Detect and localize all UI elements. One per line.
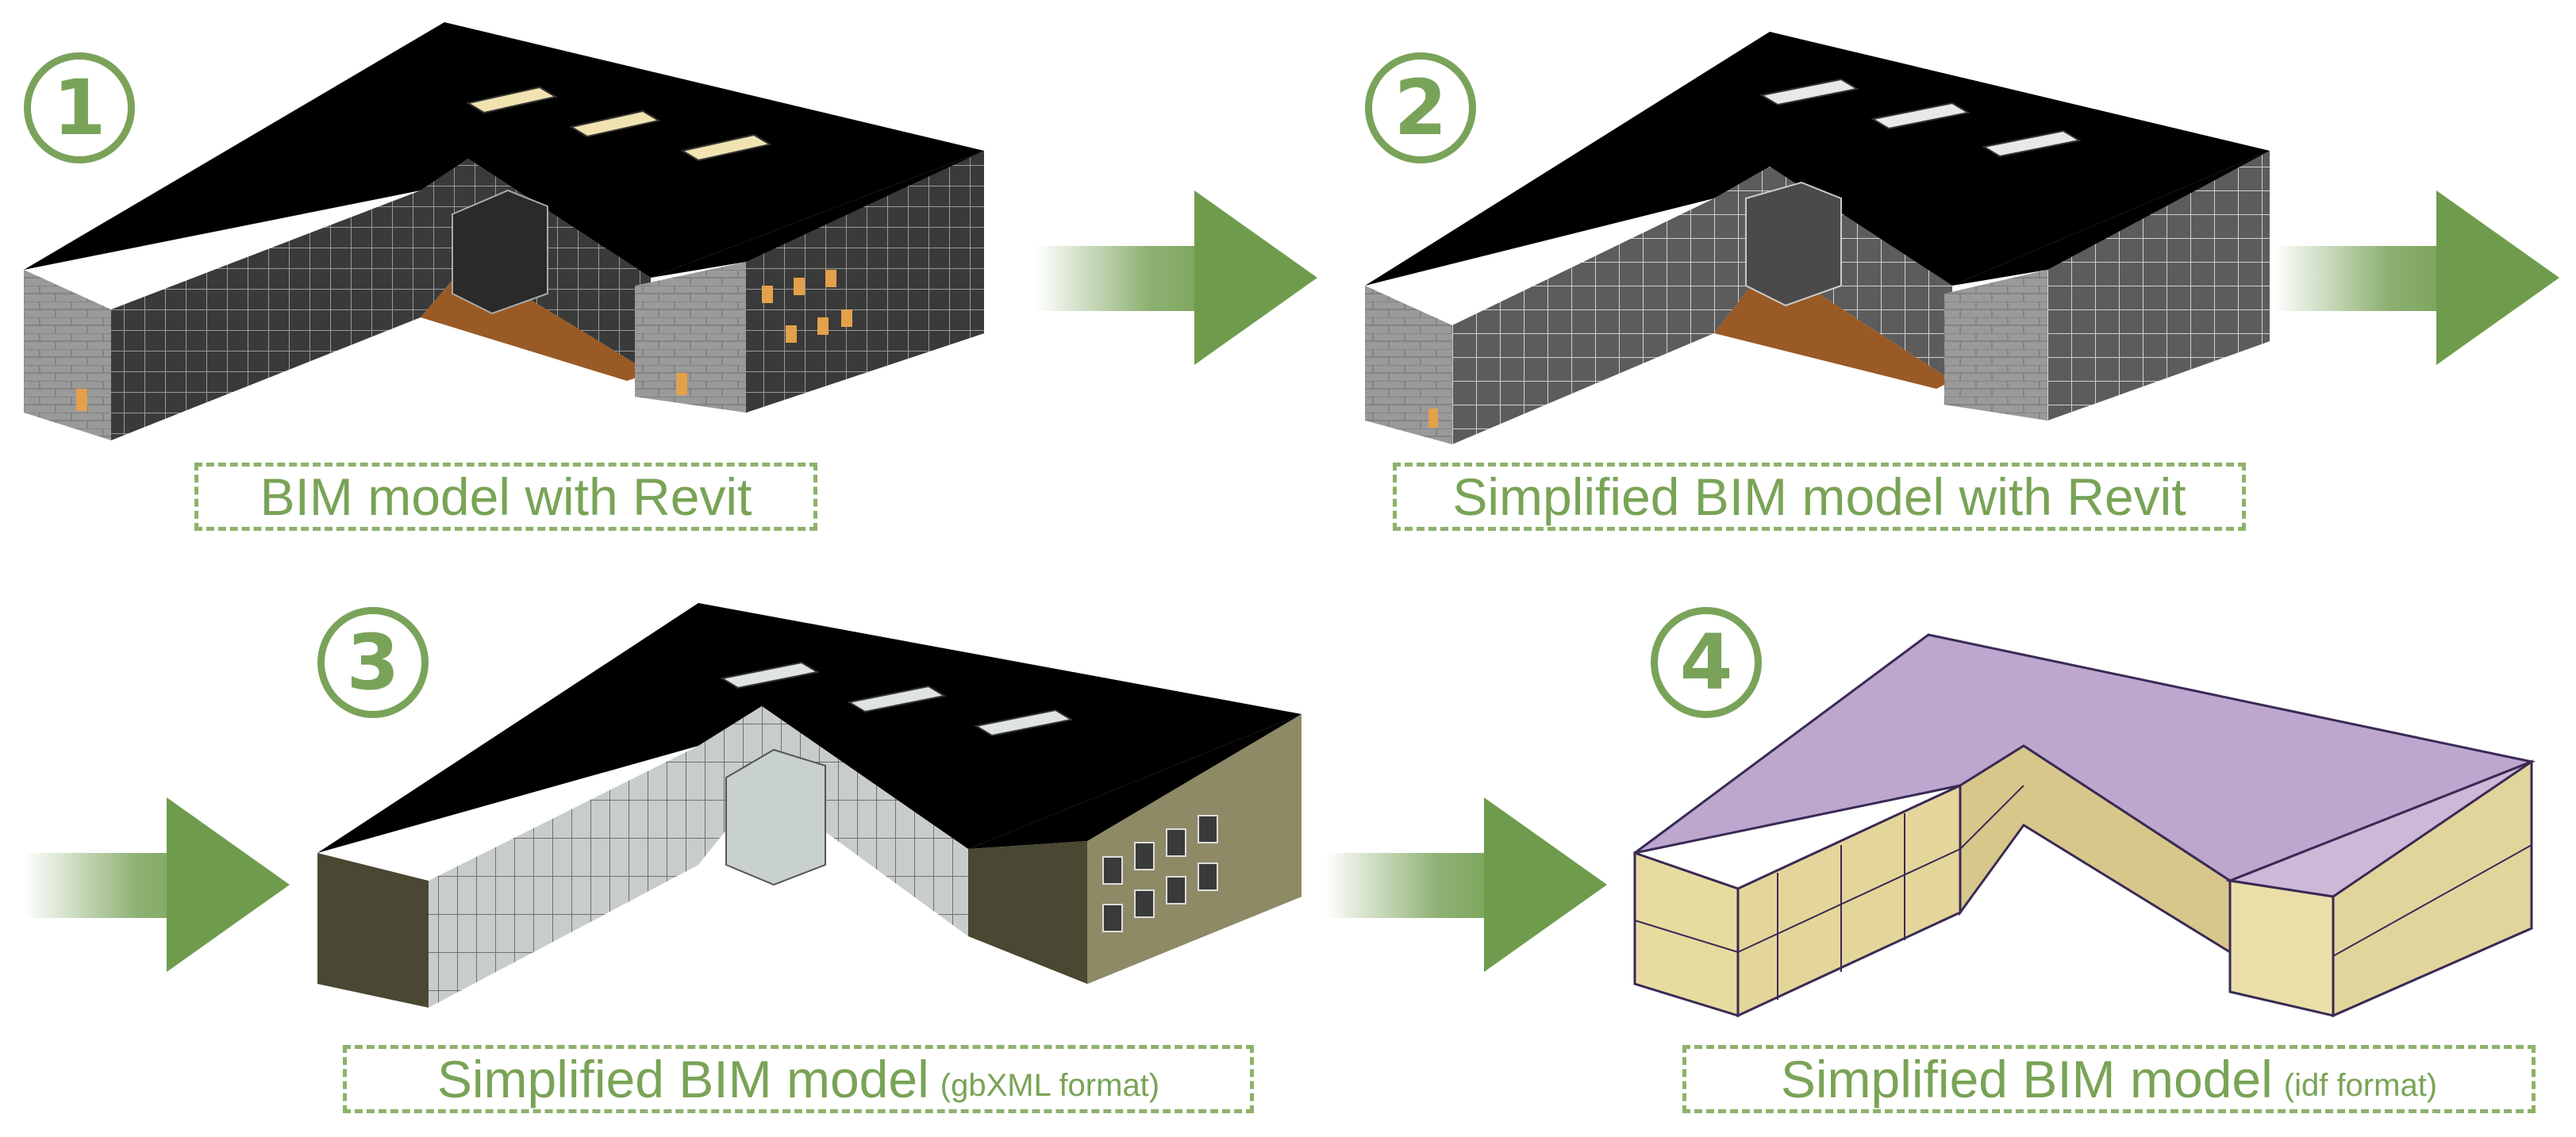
model-2-simplified-revit bbox=[1365, 32, 2270, 444]
step-2-caption: Simplified BIM model with Revit bbox=[1393, 463, 2246, 531]
model-3-gbxml bbox=[317, 603, 1301, 1008]
step-4-caption-text: Simplified BIM model bbox=[1780, 1050, 2273, 1108]
step-2-caption-text: Simplified BIM model with Revit bbox=[1452, 467, 2186, 526]
step-3-caption-text: Simplified BIM model bbox=[436, 1050, 929, 1108]
step-3-caption: Simplified BIM model (gbXML format) bbox=[343, 1045, 1254, 1113]
arrow-into-3 bbox=[24, 797, 290, 972]
step-1-number-badge: 1 bbox=[24, 52, 135, 163]
step-4-number-badge: 4 bbox=[1651, 607, 1762, 718]
arrow-3-to-4 bbox=[1325, 797, 1607, 972]
step-2-number-badge: 2 bbox=[1365, 52, 1476, 163]
step-4-caption: Simplified BIM model (idf format) bbox=[1682, 1045, 2536, 1113]
model-4-idf bbox=[1633, 633, 2536, 1018]
model-1-revit bbox=[24, 22, 984, 440]
step-4-format-note: (idf format) bbox=[2283, 1067, 2438, 1103]
step-3-format-note: (gbXML format) bbox=[940, 1067, 1160, 1103]
step-1-caption-text: BIM model with Revit bbox=[260, 467, 752, 526]
arrow-2-to-3 bbox=[2274, 190, 2559, 365]
step-3-number-badge: 3 bbox=[317, 607, 429, 718]
step-1-caption: BIM model with Revit bbox=[194, 463, 817, 531]
arrow-1-to-2 bbox=[1036, 190, 1317, 365]
